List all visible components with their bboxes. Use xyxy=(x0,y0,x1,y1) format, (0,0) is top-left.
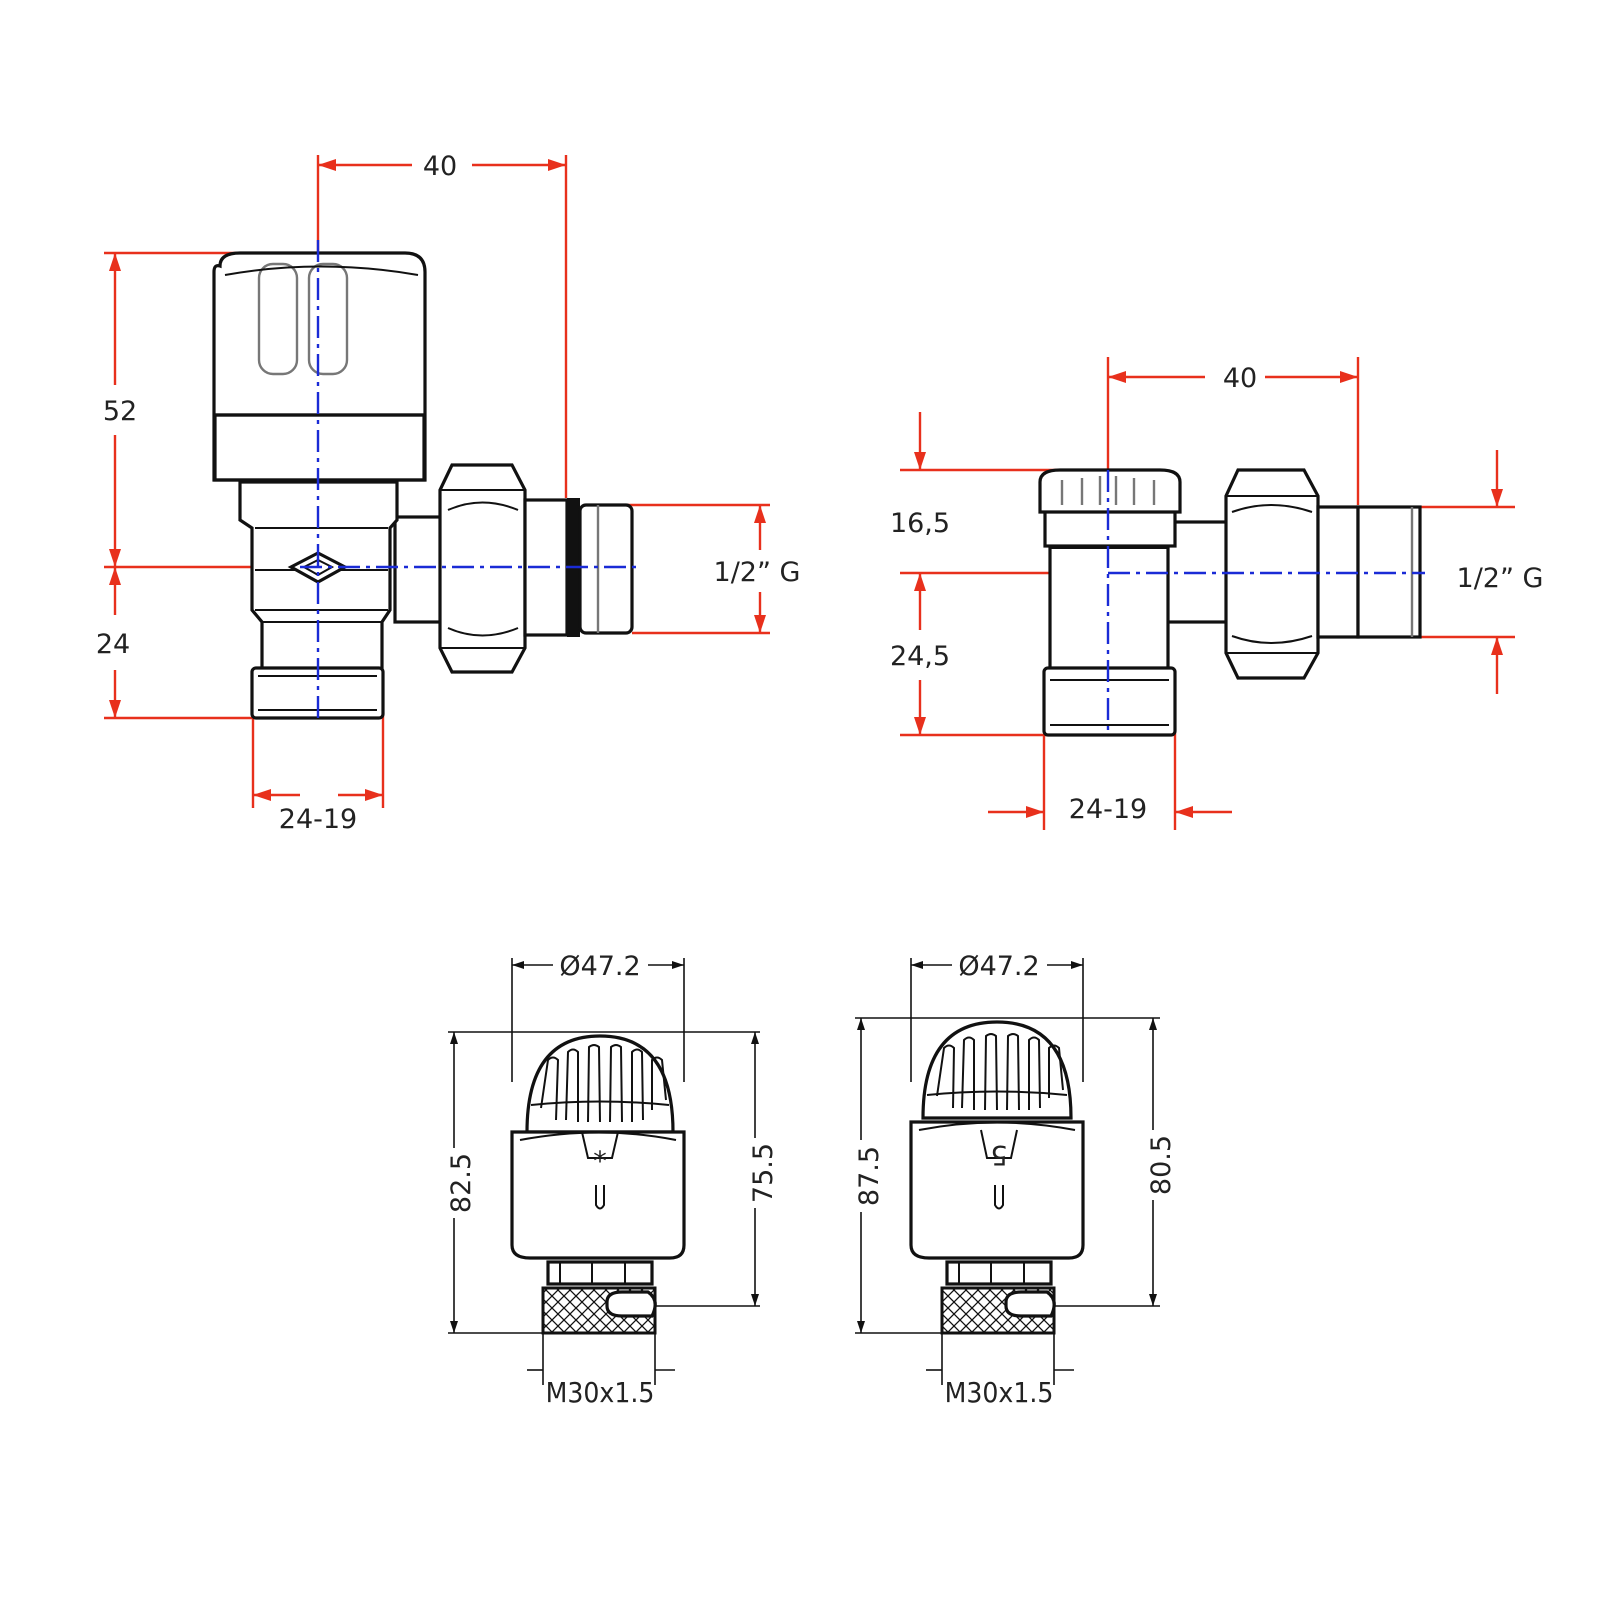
straight-thread-label: 1/2” G xyxy=(1457,563,1544,594)
head-b-symbol: 5 xyxy=(990,1139,1007,1170)
head-a-body-height-label: 75.5 xyxy=(748,1143,779,1203)
head-a-symbol: * xyxy=(593,1146,607,1177)
angle-height-bottom-label: 24 xyxy=(96,629,130,660)
head-b-thread-label: M30x1.5 xyxy=(945,1376,1054,1409)
straight-width-label: 40 xyxy=(1223,363,1257,394)
angle-valve-body xyxy=(212,251,634,720)
angle-height-top-label: 52 xyxy=(103,396,137,427)
straight-upper-label: 16,5 xyxy=(890,508,950,539)
angle-valve-dimension-lines xyxy=(104,155,770,808)
straight-valve-drawing: 40 16,5 24,5 24-19 1/2” G xyxy=(890,357,1544,830)
head-b-diameter-label: Ø47.2 xyxy=(958,951,1039,982)
head-b-dimension-lines xyxy=(855,958,1160,1385)
head-a-dimension-lines xyxy=(448,958,760,1385)
straight-valve-center-lines xyxy=(1106,470,1425,735)
head-b-body-height-label: 80.5 xyxy=(1146,1135,1177,1195)
head-a-body xyxy=(510,1034,686,1335)
angle-valve-center-lines xyxy=(300,240,640,718)
head-a-thread-label: M30x1.5 xyxy=(546,1376,655,1409)
angle-valve-drawing: 40 52 24 24-19 1/2” G xyxy=(96,151,801,835)
thermostatic-head-b-drawing: Ø47.2 5 87.5 80.5 M30x1.5 xyxy=(854,951,1177,1409)
head-a-total-height-label: 82.5 xyxy=(446,1153,477,1213)
straight-pipe-connection-label: 24-19 xyxy=(1069,794,1147,825)
angle-thread-label: 1/2” G xyxy=(714,557,801,588)
head-b-total-height-label: 87.5 xyxy=(854,1146,885,1206)
straight-lower-label: 24,5 xyxy=(890,641,950,672)
head-a-diameter-label: Ø47.2 xyxy=(559,951,640,982)
straight-valve-body xyxy=(1038,468,1422,737)
angle-width-label: 40 xyxy=(423,151,457,182)
thermostatic-head-a-drawing: Ø47.2 * 82.5 75.5 M30x1.5 xyxy=(446,951,779,1409)
straight-valve-dimension-lines xyxy=(900,357,1515,830)
head-b-body xyxy=(909,1020,1085,1335)
angle-pipe-connection-label: 24-19 xyxy=(279,804,357,835)
